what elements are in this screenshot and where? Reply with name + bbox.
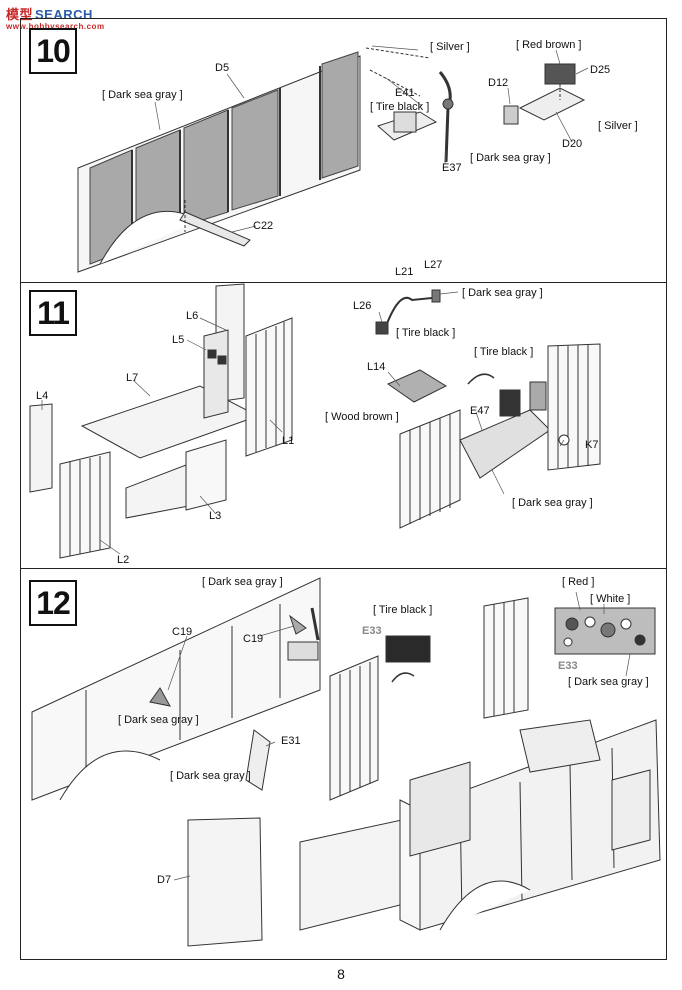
step12-dashboard-panel [554, 607, 656, 655]
step10-side-panel [77, 51, 361, 273]
part-label-l3: L3 [209, 510, 222, 522]
part-label-d12: D12 [488, 77, 509, 89]
part-label-l7: L7 [126, 372, 139, 384]
part-label-e33: E33 [558, 660, 578, 672]
step11-right-assembly [375, 289, 601, 529]
step10-bracket-assembly [365, 47, 454, 163]
step-number-10: 10 [29, 28, 77, 74]
step-number-11: 11 [29, 290, 77, 336]
part-label-k7: K7 [585, 439, 599, 451]
part-label-e41: E41 [395, 87, 415, 99]
step12-body-assembly [187, 597, 661, 947]
divider-step-10-11 [20, 282, 667, 283]
color-callout-dark-sea-gray: [ Dark sea gray ] [202, 576, 283, 588]
color-callout-dark-sea-gray: [ Dark sea gray ] [462, 287, 543, 299]
watermark-url: www.hobbysearch.com [6, 22, 105, 31]
part-label-c19: C19 [243, 633, 264, 645]
color-callout-dark-sea-gray: [ Dark sea gray ] [470, 152, 551, 164]
instruction-frame [20, 18, 667, 960]
part-label-l27: L27 [424, 259, 443, 271]
step12-upper-panel [31, 577, 321, 801]
part-label-l4: L4 [36, 390, 49, 402]
color-callout-white: [ White ] [590, 593, 631, 605]
step-number-12: 12 [29, 580, 77, 626]
part-label-l14: L14 [367, 361, 386, 373]
part-label-l6: L6 [186, 310, 199, 322]
color-callout-dark-sea-gray: [ Dark sea gray ] [118, 714, 199, 726]
step11-left-assembly [29, 283, 293, 559]
part-label-e31: E31 [281, 735, 301, 747]
color-callout-dark-sea-gray: [ Dark sea gray ] [170, 770, 251, 782]
color-callout-silver: [ Silver ] [430, 41, 470, 53]
part-label-l21: L21 [395, 266, 414, 278]
step10-small-box-assembly [503, 63, 586, 125]
part-label-l1: L1 [282, 435, 295, 447]
part-label-d7: D7 [157, 874, 172, 886]
color-callout-tire-black: [ Tire black ] [370, 101, 430, 113]
page-number: 8 [337, 966, 345, 982]
part-label-c22: C22 [253, 220, 274, 232]
color-callout-tire-black: [ Tire black ] [474, 346, 534, 358]
part-label-c19: C19 [172, 626, 193, 638]
color-callout-tire-black: [ Tire black ] [373, 604, 433, 616]
part-label-l5: L5 [172, 334, 185, 346]
part-label-d25: D25 [590, 64, 611, 76]
color-callout-tire-black: [ Tire black ] [396, 327, 456, 339]
color-callout-dark-sea-gray: [ Dark sea gray ] [512, 497, 593, 509]
callout-leaders [41, 45, 631, 881]
color-callout-silver: [ Silver ] [598, 120, 638, 132]
color-callout-dark-sea-gray: [ Dark sea gray ] [102, 89, 183, 101]
divider-step-11-12 [20, 568, 667, 569]
color-callout-red: [ Red ] [562, 576, 595, 588]
part-label-e37: E37 [442, 162, 462, 174]
part-label-e47: E47 [470, 405, 490, 417]
part-label-l2: L2 [117, 554, 130, 566]
part-label-l26: L26 [353, 300, 372, 312]
part-label-e33: E33 [362, 625, 382, 637]
color-callout-wood-brown: [ Wood brown ] [325, 411, 399, 423]
part-label-d20: D20 [562, 138, 583, 150]
color-callout-dark-sea-gray: [ Dark sea gray ] [568, 676, 649, 688]
color-callout-red-brown: [ Red brown ] [516, 39, 582, 51]
part-label-d5: D5 [215, 62, 230, 74]
